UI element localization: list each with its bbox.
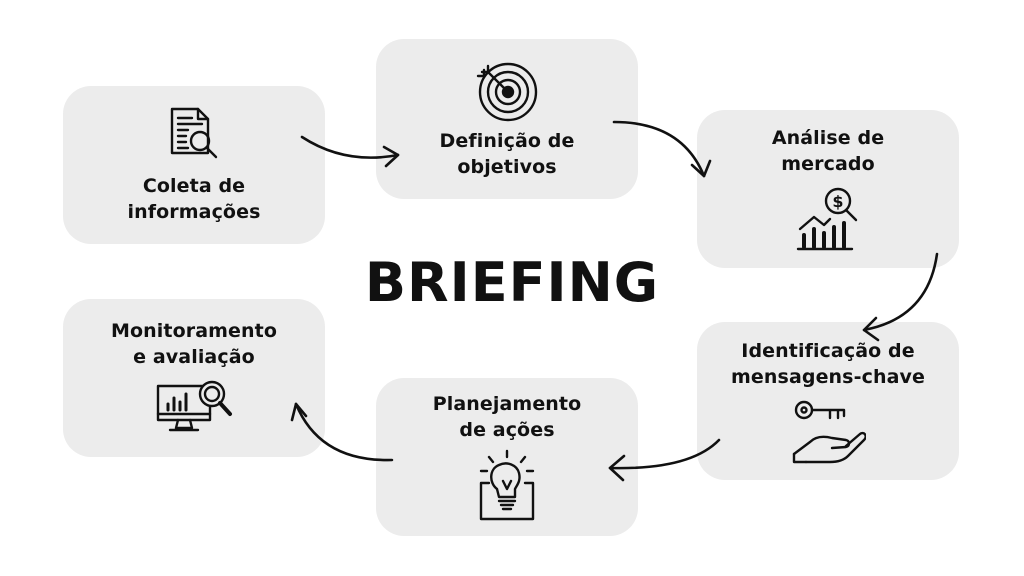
key-hand-icon xyxy=(792,400,866,464)
step-card-mercado: Análise de mercado $ xyxy=(697,110,959,268)
arrow-1-to-2 xyxy=(300,135,400,168)
monitor-search-icon xyxy=(156,380,232,432)
step-card-coleta: Coleta de informações xyxy=(63,86,325,244)
step-label: Identificação de mensagens-chave xyxy=(731,340,925,388)
arrow-5-to-6 xyxy=(290,402,394,462)
step-card-monitoramento: Monitoramento e avaliação xyxy=(63,299,325,457)
step-card-objetivos: Definição de objetivos xyxy=(376,39,638,199)
lightbulb-icon xyxy=(479,449,535,521)
step-card-planejamento: Planejamento de ações xyxy=(376,378,638,536)
document-search-icon xyxy=(170,107,218,159)
diagram-title: BRIEFING xyxy=(364,251,660,314)
step-label: Coleta de informações xyxy=(127,175,261,223)
step-card-mensagens: Identificação de mensagens-chave xyxy=(697,322,959,480)
arrow-3-to-4 xyxy=(862,252,939,342)
step-label: Monitoramento e avaliação xyxy=(111,320,277,368)
step-label: Análise de mercado xyxy=(771,127,885,175)
arrow-4-to-5 xyxy=(608,438,721,482)
step-label: Planejamento de ações xyxy=(432,393,582,441)
target-icon xyxy=(476,62,538,122)
step-label: Definição de objetivos xyxy=(439,130,575,178)
market-analysis-icon: $ xyxy=(796,187,858,251)
svg-text:$: $ xyxy=(832,192,843,211)
arrow-2-to-3 xyxy=(612,120,712,178)
